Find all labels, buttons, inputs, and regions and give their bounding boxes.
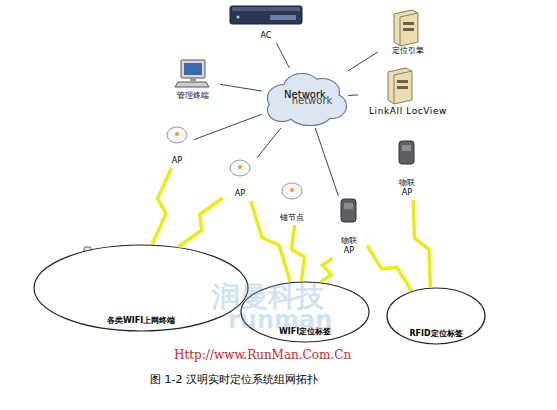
node-label: AP bbox=[235, 189, 245, 199]
node-label: LinkAll LocView bbox=[369, 106, 447, 116]
rfid-tag-group: RFID定位标签 bbox=[386, 287, 486, 345]
network-link bbox=[315, 128, 338, 196]
wireless-link bbox=[367, 245, 411, 290]
iot-ap-panel bbox=[344, 203, 353, 209]
wireless-link bbox=[321, 258, 333, 282]
ac-controller: AC bbox=[225, 3, 307, 43]
network-link bbox=[348, 94, 358, 96]
server-slot bbox=[397, 86, 408, 89]
network-link bbox=[220, 84, 262, 91]
network-cloud: Networknetwork bbox=[262, 68, 348, 128]
node-label: AP bbox=[172, 156, 182, 166]
wifi-ap: AP bbox=[223, 157, 257, 201]
iot-ap: 物联 AP bbox=[331, 196, 367, 258]
wireless-link bbox=[413, 200, 430, 287]
wifi-terminal-group: 各类WIFI上网终端 bbox=[33, 244, 249, 332]
switch-led bbox=[237, 16, 240, 19]
network-link bbox=[348, 52, 378, 71]
cloud-label: network bbox=[292, 96, 333, 106]
ap-led bbox=[290, 188, 294, 192]
iot-ap-icon bbox=[399, 141, 414, 164]
pc-stand bbox=[190, 78, 196, 81]
iot-ap-body bbox=[399, 141, 414, 164]
ap-icon bbox=[230, 160, 250, 176]
ap-led bbox=[175, 132, 179, 136]
node-label: 各类WIFI上网终端 bbox=[107, 316, 175, 326]
ap-icon bbox=[167, 127, 187, 143]
server-body bbox=[394, 10, 418, 46]
server-slot bbox=[403, 22, 414, 25]
server-body bbox=[388, 68, 412, 104]
node-label: 锚节点 bbox=[280, 213, 304, 223]
anchor-icon bbox=[282, 183, 302, 199]
ap-led bbox=[238, 165, 242, 169]
wireless-link bbox=[152, 168, 171, 244]
ap-body bbox=[230, 160, 250, 176]
locview-server: LinkAll LocView bbox=[358, 66, 458, 118]
server-slot bbox=[397, 80, 408, 83]
pc-screen bbox=[184, 63, 202, 75]
pc-keyboard bbox=[175, 82, 209, 87]
iot-ap: 物联 AP bbox=[390, 138, 424, 200]
node-label: 定位引擎 bbox=[392, 46, 424, 56]
iot-ap-body bbox=[341, 199, 356, 222]
network-link bbox=[194, 114, 262, 140]
wireless-link bbox=[292, 225, 305, 281]
management-terminal: 管理终端 bbox=[166, 57, 220, 103]
wifi-tag-group: WIFI定位标签 bbox=[240, 281, 370, 343]
group-ellipse bbox=[241, 282, 369, 342]
node-label: WIFI定位标签 bbox=[279, 327, 331, 337]
switch-body bbox=[230, 6, 302, 24]
pc-monitor bbox=[181, 60, 205, 78]
switch-ports bbox=[270, 15, 296, 20]
server-edge bbox=[394, 71, 412, 104]
website-url: Http://www.RunMan.Com.Cn bbox=[174, 348, 351, 362]
anchor-node: 锚节点 bbox=[272, 180, 312, 225]
node-label: AC bbox=[261, 31, 272, 41]
network-link bbox=[257, 128, 281, 158]
iot-ap-panel bbox=[402, 145, 411, 151]
node-label: RFID定位标签 bbox=[409, 329, 462, 339]
ap-body bbox=[167, 127, 187, 143]
ap-body bbox=[282, 183, 302, 199]
ac-switch-icon bbox=[230, 6, 302, 24]
figure-caption: 图 1-2 汉明实时定位系统组网拓扑 bbox=[150, 372, 318, 387]
server-icon bbox=[388, 68, 412, 104]
server-slot bbox=[403, 28, 414, 31]
node-label: 物联 AP bbox=[339, 236, 359, 256]
wifi-ap: AP bbox=[160, 124, 194, 168]
pc-icon bbox=[175, 60, 209, 87]
location-engine: 定位引擎 bbox=[378, 8, 438, 58]
wireless-link bbox=[178, 198, 223, 247]
server-icon bbox=[394, 10, 418, 46]
node-label: 管理终端 bbox=[177, 91, 209, 101]
group-ellipse bbox=[34, 245, 248, 331]
switch-top bbox=[232, 7, 300, 11]
server-edge bbox=[400, 13, 418, 46]
network-link bbox=[276, 43, 289, 68]
iot-ap-icon bbox=[341, 199, 356, 222]
group-ellipse bbox=[387, 288, 485, 344]
node-label: 物联 AP bbox=[397, 178, 417, 198]
